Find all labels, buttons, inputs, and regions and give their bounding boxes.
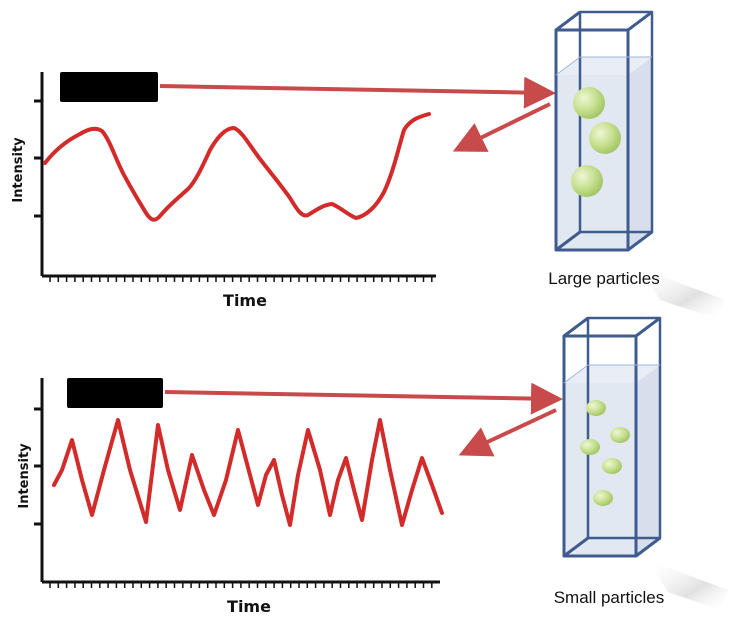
large-particle [571,165,603,197]
small-particle [610,427,630,443]
bottom-caption: Small particles [554,588,665,607]
bottom-cuvette-shadow [648,560,728,610]
bottom-axes [34,378,440,584]
top-x-ticks [49,277,433,282]
top-arrow-to-cuvette [159,76,556,109]
top-xlabel: Time [223,291,267,310]
top-signal-line [43,112,431,222]
bottom-panel: Intensity Time [17,316,728,616]
top-redacted-label [60,72,158,102]
small-particle [593,490,613,506]
cuvette-small-particles-icon [562,316,662,558]
bottom-redacted-label [67,378,163,408]
top-cuvette-shadow [640,268,725,318]
top-caption: Large particles [548,269,660,288]
small-particle [586,400,606,416]
top-panel: Intensity Time [11,10,725,318]
top-axes [34,72,436,278]
large-particle [573,87,605,119]
bottom-ylabel: Intensity [17,443,32,509]
cuvette-large-particles-icon [554,10,654,252]
bottom-arrow-to-cuvette [164,382,563,415]
top-arrow-scattered [452,102,551,152]
top-ylabel: Intensity [11,137,26,203]
bottom-xlabel: Time [227,597,271,616]
bottom-x-ticks [49,583,433,588]
small-particle [602,458,622,474]
large-particle [589,122,621,154]
bottom-arrow-scattered [458,408,557,457]
bottom-signal-line [52,418,444,527]
small-particle [580,439,600,455]
